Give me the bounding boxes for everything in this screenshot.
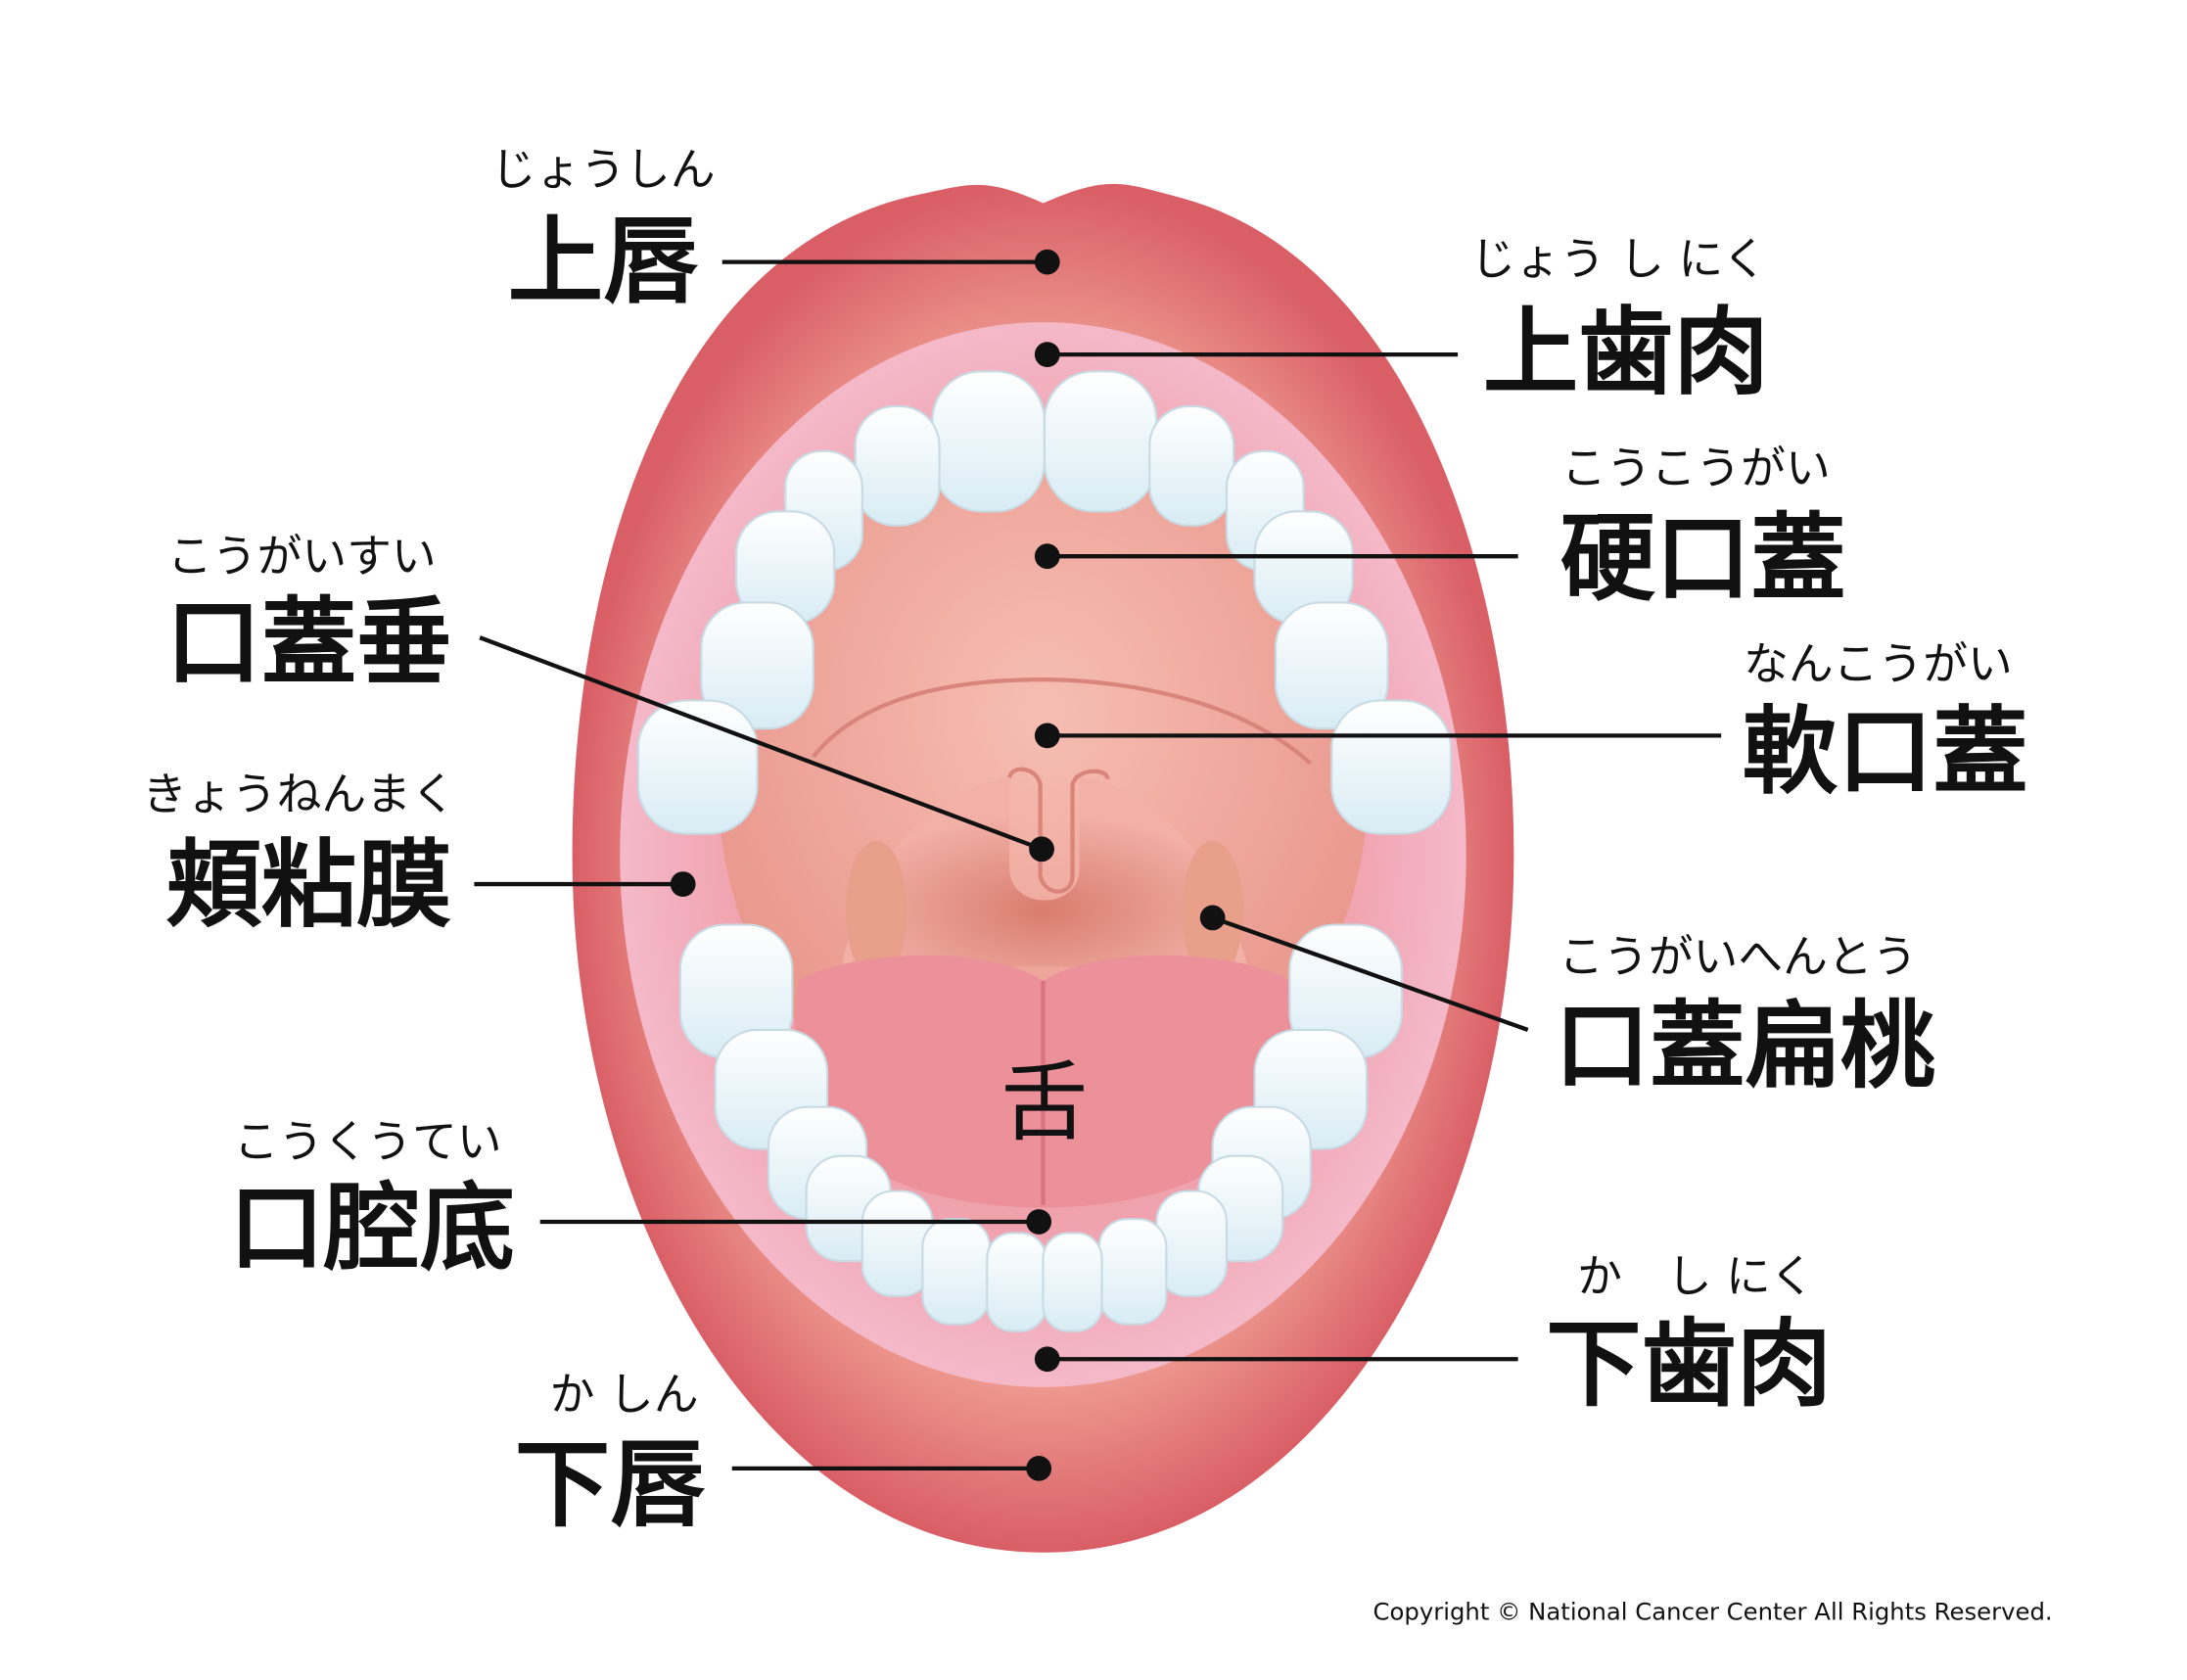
pointer-dot bbox=[1034, 342, 1060, 367]
label-upper-gum: じょう し にく 上歯肉 bbox=[1034, 233, 1769, 408]
label-lower-gum: か し にく 下歯肉 bbox=[1034, 1250, 1832, 1420]
pointer-dot bbox=[1034, 543, 1060, 570]
pointer-dot bbox=[1029, 836, 1054, 863]
reading: きょうねんまく bbox=[142, 768, 455, 820]
pointer-dot bbox=[1034, 249, 1060, 275]
label-uvula: こうがいすい 口蓋垂 bbox=[166, 530, 1054, 863]
term: 上歯肉 bbox=[1483, 298, 1769, 408]
label-tonsil: こうがいへんとう 口蓋扁桃 bbox=[1199, 905, 1935, 1101]
term: 硬口蓋 bbox=[1560, 503, 1846, 614]
label-hard-palate: こうこうがい 硬口蓋 bbox=[1034, 442, 1846, 614]
reading: こうがいへんとう bbox=[1559, 930, 1917, 983]
term: 口腔底 bbox=[229, 1173, 515, 1283]
tongue bbox=[794, 955, 1294, 1208]
reading: じょうしん bbox=[491, 143, 716, 196]
label-tongue: 舌 bbox=[1001, 1051, 1089, 1152]
term: 軟口蓋 bbox=[1743, 696, 2028, 807]
pointer-dot bbox=[1026, 1209, 1052, 1235]
pointer-dot bbox=[670, 871, 696, 897]
label-upper-lip: じょうしん 上唇 bbox=[491, 143, 1060, 317]
term: 下歯肉 bbox=[1546, 1309, 1832, 1420]
reading: こうくうてい bbox=[234, 1115, 502, 1168]
pointer-dot bbox=[1034, 1346, 1060, 1373]
reading: か し にく bbox=[1577, 1250, 1815, 1303]
pointer-dot bbox=[1026, 1456, 1052, 1481]
upper-teeth bbox=[636, 370, 1453, 835]
reading: じょう し にく bbox=[1470, 233, 1767, 286]
label-lower-lip: か しん 下唇 bbox=[515, 1368, 1052, 1540]
reading: なんこうがい bbox=[1744, 637, 2013, 690]
reading: こうがいすい bbox=[167, 530, 437, 583]
label-floor-of-mouth: こうくうてい 口腔底 bbox=[229, 1115, 1052, 1283]
pointer-dot bbox=[1199, 905, 1226, 931]
label-buccal-mucosa: きょうねんまく 頬粘膜 bbox=[142, 768, 696, 940]
reading: か しん bbox=[550, 1368, 699, 1421]
label-soft-palate: なんこうがい 軟口蓋 bbox=[1034, 637, 2028, 807]
reading: こうこうがい bbox=[1561, 442, 1831, 494]
term: 頬粘膜 bbox=[166, 829, 452, 940]
lower-teeth bbox=[678, 923, 1403, 1332]
term: 口蓋扁桃 bbox=[1555, 991, 1935, 1101]
pointer-dot bbox=[1034, 723, 1060, 749]
term: 口蓋垂 bbox=[166, 587, 452, 698]
term: 下唇 bbox=[515, 1429, 706, 1540]
copyright: Copyright © National Cancer Center All R… bbox=[1373, 1597, 2053, 1625]
term: 上唇 bbox=[508, 207, 699, 317]
